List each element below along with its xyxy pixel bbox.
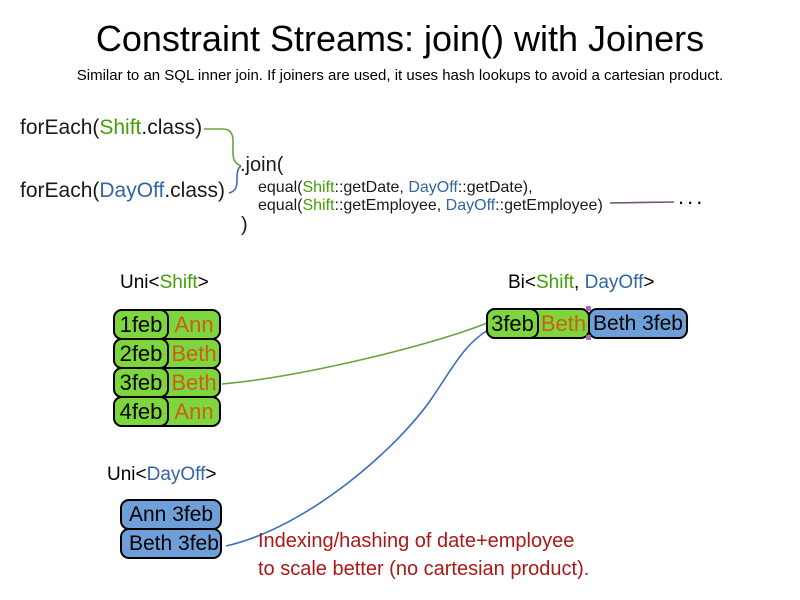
bi-date-cell: 3feb [486,308,539,339]
joiner-junction-dot [586,306,591,311]
code-text: forEach( [20,116,100,139]
code-join-close: ) [241,214,248,236]
joiner-purple-line [609,201,675,204]
code-foreach-dayoff: forEach(DayOff.class) [20,179,225,203]
bi-label: Bi<Shift, DayOff> [508,272,654,294]
shift-class-token: Shift [159,272,198,293]
label-text: > [205,464,217,485]
more-joiners-ellipsis: ... [678,184,706,209]
page-title: Constraint Streams: join() with Joiners [95,18,705,59]
shift-date-cell: 4feb [113,396,169,427]
label-text: > [197,272,209,293]
join-brace-green-line [204,128,242,167]
shift-class-token: Shift [302,179,335,196]
uni-dayoff-table: Ann 3feb Beth 3feb [120,499,222,559]
page-subtitle: Similar to an SQL inner join. If joiners… [76,67,724,84]
code-text: ::getEmployee) [495,197,603,214]
shift-match-line [221,322,488,385]
code-join-open: .join( [240,154,284,176]
joiner-junction-dot [586,335,591,340]
dayoff-class-token: DayOff [99,179,165,202]
indexing-note-line2: to scale better (no cartesian product). [258,558,590,580]
code-text: forEach( [20,179,100,202]
dayoff-row: Ann 3feb [120,499,222,530]
dayoff-class-token: DayOff [146,464,206,485]
code-foreach-shift: forEach(Shift.class) [20,116,202,140]
uni-shift-table: 1feb Ann 2feb Beth 3feb Beth 4feb Ann [113,309,221,427]
shift-row: 4feb Ann [113,396,221,427]
code-equal-employee: equal(Shift::getEmployee, DayOff::getEmp… [258,197,603,215]
dayoff-match-line [225,329,489,547]
label-text: Uni< [107,464,147,485]
shift-date-cell: 3feb [113,367,169,398]
label-text: > [643,272,655,293]
shift-row: 2feb Beth [113,338,221,369]
code-text: .class) [141,116,203,139]
code-text: ::getDate), [457,179,533,196]
dayoff-row: Beth 3feb [120,528,222,559]
indexing-note: Indexing/hashing of date+employee to sca… [258,527,589,583]
shift-employee-cell: Beth [171,340,217,366]
code-text: ::getDate, [334,179,409,196]
label-text: Uni< [120,272,160,293]
shift-class-token: Shift [99,116,142,139]
dayoff-class-token: DayOff [408,179,458,196]
code-equal-date: equal(Shift::getDate, DayOff::getDate), [258,179,533,197]
shift-date-cell: 2feb [113,338,169,369]
label-text: Bi< [508,272,536,293]
shift-row: 3feb Beth [113,367,221,398]
shift-class-token: Shift [302,197,335,214]
code-text: .class) [164,179,226,202]
dayoff-class-token: DayOff [445,197,496,214]
bi-dayoff-part: Beth 3feb [588,308,688,339]
label-text: , [574,272,585,293]
code-text: equal( [258,197,303,214]
shift-employee-cell: Ann [174,398,214,424]
shift-date-cell: 1feb [113,309,169,340]
dayoff-class-token: DayOff [584,272,644,293]
uni-shift-label: Uni<Shift> [120,272,209,294]
code-text: equal( [258,179,303,196]
shift-row: 1feb Ann [113,309,221,340]
bi-employee-cell: Beth [540,310,587,336]
uni-dayoff-label: Uni<DayOff> [107,464,217,486]
indexing-note-line1: Indexing/hashing of date+employee [258,530,575,552]
shift-class-token: Shift [536,272,575,293]
shift-employee-cell: Beth [171,369,217,395]
bi-shift-part: 3feb Beth [486,308,590,339]
code-text: ::getEmployee, [334,197,446,214]
bi-row: 3feb Beth Beth 3feb [486,308,688,339]
shift-employee-cell: Ann [174,311,214,337]
